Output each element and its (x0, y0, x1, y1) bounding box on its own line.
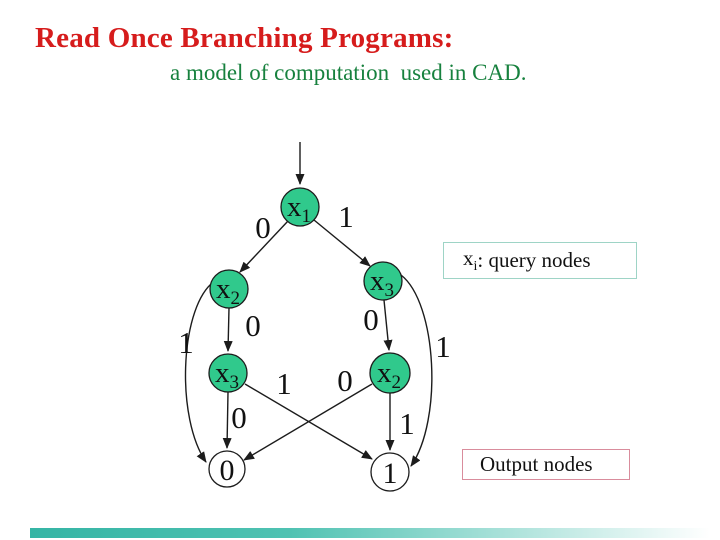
bottom-gradient-bar (30, 528, 710, 538)
output-node-1-circle (370, 452, 410, 492)
query-node-x3-upper-circle (363, 261, 403, 301)
edge-x2-curve-to-out0 (184, 283, 212, 463)
query-node-x1-label: x1 (287, 191, 311, 227)
query-nodes-legend: xi: query nodes (443, 242, 637, 279)
output-node-0: 0 (208, 450, 246, 488)
output-node-0-circle (208, 450, 246, 488)
query-node-x2-lower-circle (369, 352, 411, 394)
edge-x2r-to-out0 (243, 383, 373, 461)
edge-label-x3-curve: 1 (435, 329, 451, 364)
edge-label-x2-to-x3: 0 (245, 308, 261, 343)
query-node-x3-lower: x3 (208, 353, 248, 393)
edge-x2-to-x3l (223, 307, 233, 352)
output-node-1: 1 (370, 452, 410, 492)
slide-subtitle: a model of computation used in CAD. (170, 60, 527, 85)
query-node-x2-lower: x2 (369, 352, 411, 394)
output-node-0-label: 0 (220, 454, 235, 487)
edge-label-x3-to-x2: 0 (363, 302, 379, 337)
edge-x1-to-x2 (239, 220, 289, 273)
edge-label-x2-curve: 1 (178, 325, 194, 360)
query-node-x1-circle (280, 187, 320, 227)
query-node-x2-upper-label: x2 (216, 273, 240, 309)
edge-x1-to-x3 (313, 219, 371, 267)
query-node-x2-upper: x2 (209, 269, 249, 309)
query-node-x3-upper: x3 (363, 261, 403, 301)
query-node-x2-upper-circle (209, 269, 249, 309)
slide-title: Read Once Branching Programs: (35, 22, 454, 54)
query-node-x3-upper-label: x3 (370, 265, 394, 301)
edge-label-x2r-to-out0: 0 (337, 363, 353, 398)
edge-label-x1-to-x3: 1 (338, 199, 354, 234)
edge-label-x3l-to-out0: 0 (231, 400, 247, 435)
query-node-x3-lower-circle (208, 353, 248, 393)
edge-x3l-to-out0 (222, 391, 232, 449)
query-node-x3-lower-label: x3 (215, 357, 239, 393)
edge-label-x3l-to-out1: 1 (276, 366, 292, 401)
query-node-x2-lower-label: x2 (377, 357, 401, 393)
edge-label-x1-to-x2: 0 (255, 210, 271, 245)
output-node-1-label: 1 (383, 457, 398, 490)
output-legend-text: Output nodes (480, 452, 593, 476)
query-legend-var: xi (463, 245, 478, 275)
query-node-x1: x1 (280, 187, 320, 227)
edge-x3-curve-to-out1 (400, 274, 433, 467)
edge-x3-to-x2r (383, 299, 393, 351)
edge-label-x2r-to-out1: 1 (399, 406, 415, 441)
output-nodes-legend: Output nodes (462, 449, 630, 480)
query-legend-text: : query nodes (477, 248, 591, 272)
